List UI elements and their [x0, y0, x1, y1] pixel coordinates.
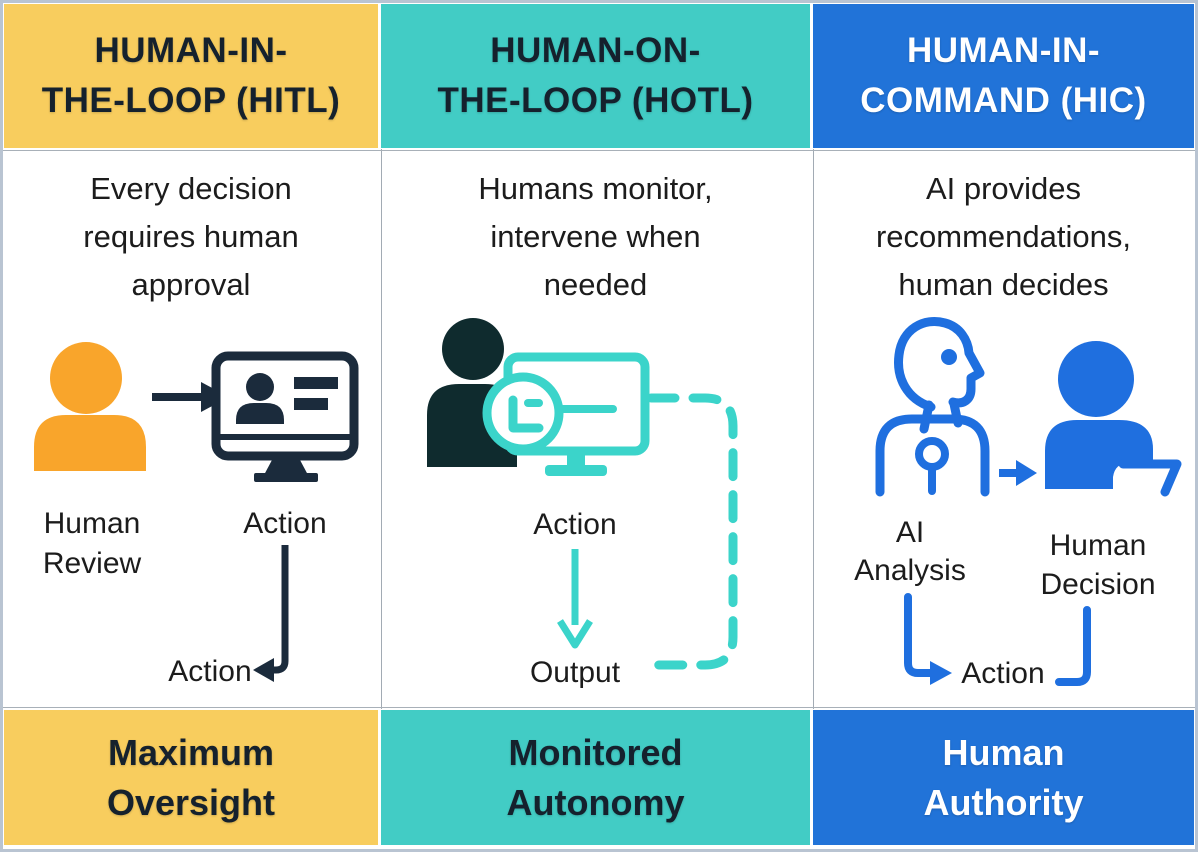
label-action: Action — [533, 508, 616, 541]
header-hitl-line1: HUMAN-IN- — [94, 31, 288, 71]
footer-hotl: Monitored Autonomy — [381, 710, 810, 845]
down-arrow-icon — [557, 549, 593, 649]
header-hic-line2: COMMAND (HIC) — [860, 81, 1147, 120]
desc-line: needed — [543, 267, 648, 302]
footer-hotl-line2: Autonomy — [506, 781, 685, 823]
label-human-line2: Decision — [1040, 568, 1155, 601]
label-ai-line1: AI — [896, 516, 924, 549]
column-divider — [813, 149, 814, 709]
label-output: Output — [530, 656, 621, 689]
header-hitl: HUMAN-IN- THE-LOOP (HITL) — [4, 4, 378, 148]
footer-hic-line2: Authority — [923, 781, 1084, 823]
clock-icon — [482, 372, 564, 454]
approval-monitor-icon — [211, 351, 359, 482]
human-laptop-icon — [1045, 341, 1182, 497]
column-divider — [381, 149, 382, 709]
header-hic-line1: HUMAN-IN- — [906, 31, 1101, 71]
footer-hitl-line2: Oversight — [106, 781, 276, 823]
label-human-review-line1: Human — [44, 507, 141, 540]
desc-line: approval — [131, 267, 251, 302]
footer-hotl-line1: Monitored — [508, 731, 683, 773]
desc-line: Every decision — [90, 171, 292, 206]
right-arrow-icon — [999, 460, 1037, 486]
header-hotl: HUMAN-ON- THE-LOOP (HOTL) — [381, 4, 810, 148]
desc-line: requires human — [83, 219, 299, 254]
desc-line: AI provides — [925, 171, 1082, 206]
down-left-arrow-icon — [253, 545, 289, 682]
dashed-feedback-loop-icon — [638, 393, 738, 670]
header-hotl-line2: THE-LOOP (HOTL) — [437, 81, 754, 120]
robot-head-icon — [875, 317, 990, 497]
footer-hic: Human Authority — [813, 710, 1194, 845]
header-hitl-line2: THE-LOOP (HITL) — [41, 81, 341, 120]
body-hic: AI provides recommendations, human decid… — [813, 151, 1194, 707]
label-human-line1: Human — [1050, 529, 1147, 562]
elbow-arrow-right-icon — [904, 593, 952, 685]
label-action: Action — [961, 657, 1044, 690]
header-divider — [3, 150, 1195, 151]
desc-line: Humans monitor, — [478, 171, 713, 206]
label-ai-line2: Analysis — [854, 554, 966, 587]
header-hic: HUMAN-IN- COMMAND (HIC) — [813, 4, 1194, 148]
desc-line: human decides — [898, 267, 1109, 302]
footer-hitl: Maximum Oversight — [4, 710, 378, 845]
label-human-review-line2: Review — [43, 547, 142, 580]
footer-hic-line1: Human — [942, 731, 1065, 773]
body-hotl: Humans monitor, intervene when needed — [381, 151, 810, 707]
hic-flow-diagram: AI Analysis Human Decision Action — [854, 317, 1182, 690]
footer-divider — [3, 707, 1195, 708]
description-hitl: Every decision requires human approval — [4, 165, 378, 309]
hotl-flow-diagram: Action Output — [427, 318, 738, 689]
header-hotl-line1: HUMAN-ON- — [490, 31, 701, 71]
body-hitl: Every decision requires human approval — [4, 151, 378, 707]
footer-hitl-line1: Maximum — [107, 731, 275, 773]
hitl-flow-diagram: Human Review Action Action — [34, 342, 359, 688]
desc-line: recommendations, — [875, 219, 1131, 254]
desc-line: intervene when — [490, 219, 701, 254]
label-action-result: Action — [168, 655, 251, 688]
description-hotl: Humans monitor, intervene when needed — [381, 165, 810, 309]
label-action-monitor: Action — [243, 507, 326, 540]
human-person-icon — [34, 342, 146, 471]
description-hic: AI provides recommendations, human decid… — [813, 165, 1194, 309]
elbow-line-left-icon — [1055, 606, 1091, 686]
